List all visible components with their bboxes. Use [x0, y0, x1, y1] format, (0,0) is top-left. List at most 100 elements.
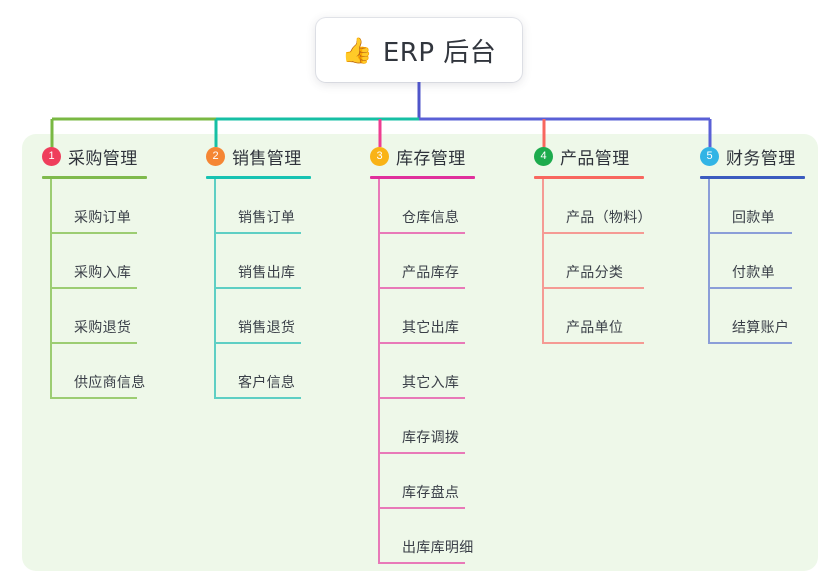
leaf-item[interactable]: 其它出库: [370, 289, 475, 344]
root-node-title: ERP 后台: [382, 37, 497, 68]
leaf-item[interactable]: 客户信息: [206, 344, 311, 399]
leaf-label: 结算账户: [732, 320, 790, 336]
leaf-label: 库存调拨: [402, 430, 460, 446]
column-rule-4: [534, 176, 644, 179]
leaf-item[interactable]: 库存调拨: [370, 399, 475, 454]
leaf-tick: [378, 287, 390, 289]
leaf-tick: [708, 342, 720, 344]
leaf-label: 销售退货: [238, 320, 296, 336]
leaf-rule: [554, 232, 644, 234]
leaf-item[interactable]: 回款单: [700, 179, 805, 234]
leaf-rule: [62, 287, 137, 289]
column-badge-2: 2: [206, 146, 225, 166]
column-2: 2 销售管理销售订单销售出库销售退货客户信息: [206, 144, 311, 399]
leaf-list-1: 采购订单采购入库采购退货供应商信息: [42, 179, 147, 399]
leaf-tick: [378, 232, 390, 234]
leaf-label: 出库库明细: [402, 540, 474, 556]
leaf-rule: [390, 232, 465, 234]
leaf-item[interactable]: 仓库信息: [370, 179, 475, 234]
leaf-tick: [214, 232, 226, 234]
leaf-label: 销售出库: [238, 265, 296, 281]
leaf-tick: [708, 232, 720, 234]
leaf-rule: [720, 232, 792, 234]
leaf-item[interactable]: 供应商信息: [42, 344, 147, 399]
leaf-rule: [390, 452, 465, 454]
root-node[interactable]: 👍 ERP 后台: [316, 18, 522, 82]
leaf-spine-1: [50, 179, 52, 399]
leaf-item[interactable]: 采购订单: [42, 179, 147, 234]
column-1: 1 采购管理采购订单采购入库采购退货供应商信息: [42, 144, 147, 399]
column-rule-5: [700, 176, 805, 179]
column-header-1[interactable]: 1 采购管理: [42, 144, 147, 169]
leaf-item[interactable]: 销售订单: [206, 179, 311, 234]
leaf-label: 产品库存: [402, 265, 460, 281]
leaf-tick: [542, 232, 554, 234]
leaf-rule: [390, 342, 465, 344]
column-header-5[interactable]: 5 财务管理: [700, 144, 805, 169]
column-title-2: 销售管理: [232, 148, 302, 169]
leaf-item[interactable]: 库存盘点: [370, 454, 475, 509]
leaf-label: 客户信息: [238, 375, 296, 391]
leaf-label: 付款单: [732, 265, 775, 281]
leaf-label: 采购入库: [74, 265, 132, 281]
column-rule-1: [42, 176, 147, 179]
leaf-label: 库存盘点: [402, 485, 460, 501]
leaf-tick: [214, 287, 226, 289]
leaf-item[interactable]: 付款单: [700, 234, 805, 289]
leaf-rule: [720, 342, 792, 344]
leaf-item[interactable]: 结算账户: [700, 289, 805, 344]
leaf-rule: [390, 287, 465, 289]
leaf-tick: [50, 342, 62, 344]
leaf-list-4: 产品（物料） 产品分类产品单位: [534, 179, 652, 344]
leaf-spine-3: [378, 179, 380, 564]
column-badge-4: 4: [534, 146, 553, 166]
leaf-item[interactable]: 产品分类: [534, 234, 644, 289]
leaf-label: 采购退货: [74, 320, 132, 336]
leaf-rule: [390, 562, 465, 564]
leaf-list-3: 仓库信息产品库存其它出库其它入库库存调拨库存盘点出库库明细: [370, 179, 475, 564]
leaf-label: 供应商信息: [74, 375, 146, 391]
leaf-item[interactable]: 出库库明细: [370, 509, 475, 564]
leaf-label: 产品单位: [566, 320, 624, 336]
leaf-tick: [542, 287, 554, 289]
column-header-2[interactable]: 2 销售管理: [206, 144, 311, 169]
leaf-item[interactable]: 销售退货: [206, 289, 311, 344]
column-badge-5: 5: [700, 146, 719, 166]
leaf-rule: [62, 342, 137, 344]
diagram-panel: [22, 134, 818, 571]
leaf-label: 采购订单: [74, 210, 132, 226]
leaf-tick: [708, 287, 720, 289]
column-badge-3: 3: [370, 146, 389, 166]
column-rule-2: [206, 176, 311, 179]
leaf-list-2: 销售订单销售出库销售退货客户信息: [206, 179, 311, 399]
column-5: 5 财务管理回款单付款单结算账户: [700, 144, 805, 344]
leaf-label: 其它出库: [402, 320, 460, 336]
thumbs-up-icon: 👍: [341, 35, 373, 65]
leaf-item[interactable]: 采购退货: [42, 289, 147, 344]
leaf-rule: [554, 287, 644, 289]
leaf-tick: [378, 452, 390, 454]
column-badge-1: 1: [42, 146, 61, 166]
leaf-tick: [378, 507, 390, 509]
leaf-label: 销售订单: [238, 210, 296, 226]
leaf-item[interactable]: 产品（物料）: [534, 179, 652, 234]
leaf-tick: [50, 397, 62, 399]
leaf-label: 回款单: [732, 210, 775, 226]
leaf-item[interactable]: 产品库存: [370, 234, 475, 289]
leaf-label: 产品（物料）: [566, 210, 652, 226]
leaf-item[interactable]: 销售出库: [206, 234, 311, 289]
column-title-5: 财务管理: [726, 148, 796, 169]
leaf-rule: [62, 397, 137, 399]
leaf-rule: [390, 397, 465, 399]
leaf-list-5: 回款单付款单结算账户: [700, 179, 805, 344]
leaf-rule: [226, 342, 301, 344]
column-title-1: 采购管理: [68, 148, 138, 169]
leaf-rule: [390, 507, 465, 509]
leaf-item[interactable]: 采购入库: [42, 234, 147, 289]
leaf-item[interactable]: 产品单位: [534, 289, 644, 344]
leaf-item[interactable]: 其它入库: [370, 344, 475, 399]
